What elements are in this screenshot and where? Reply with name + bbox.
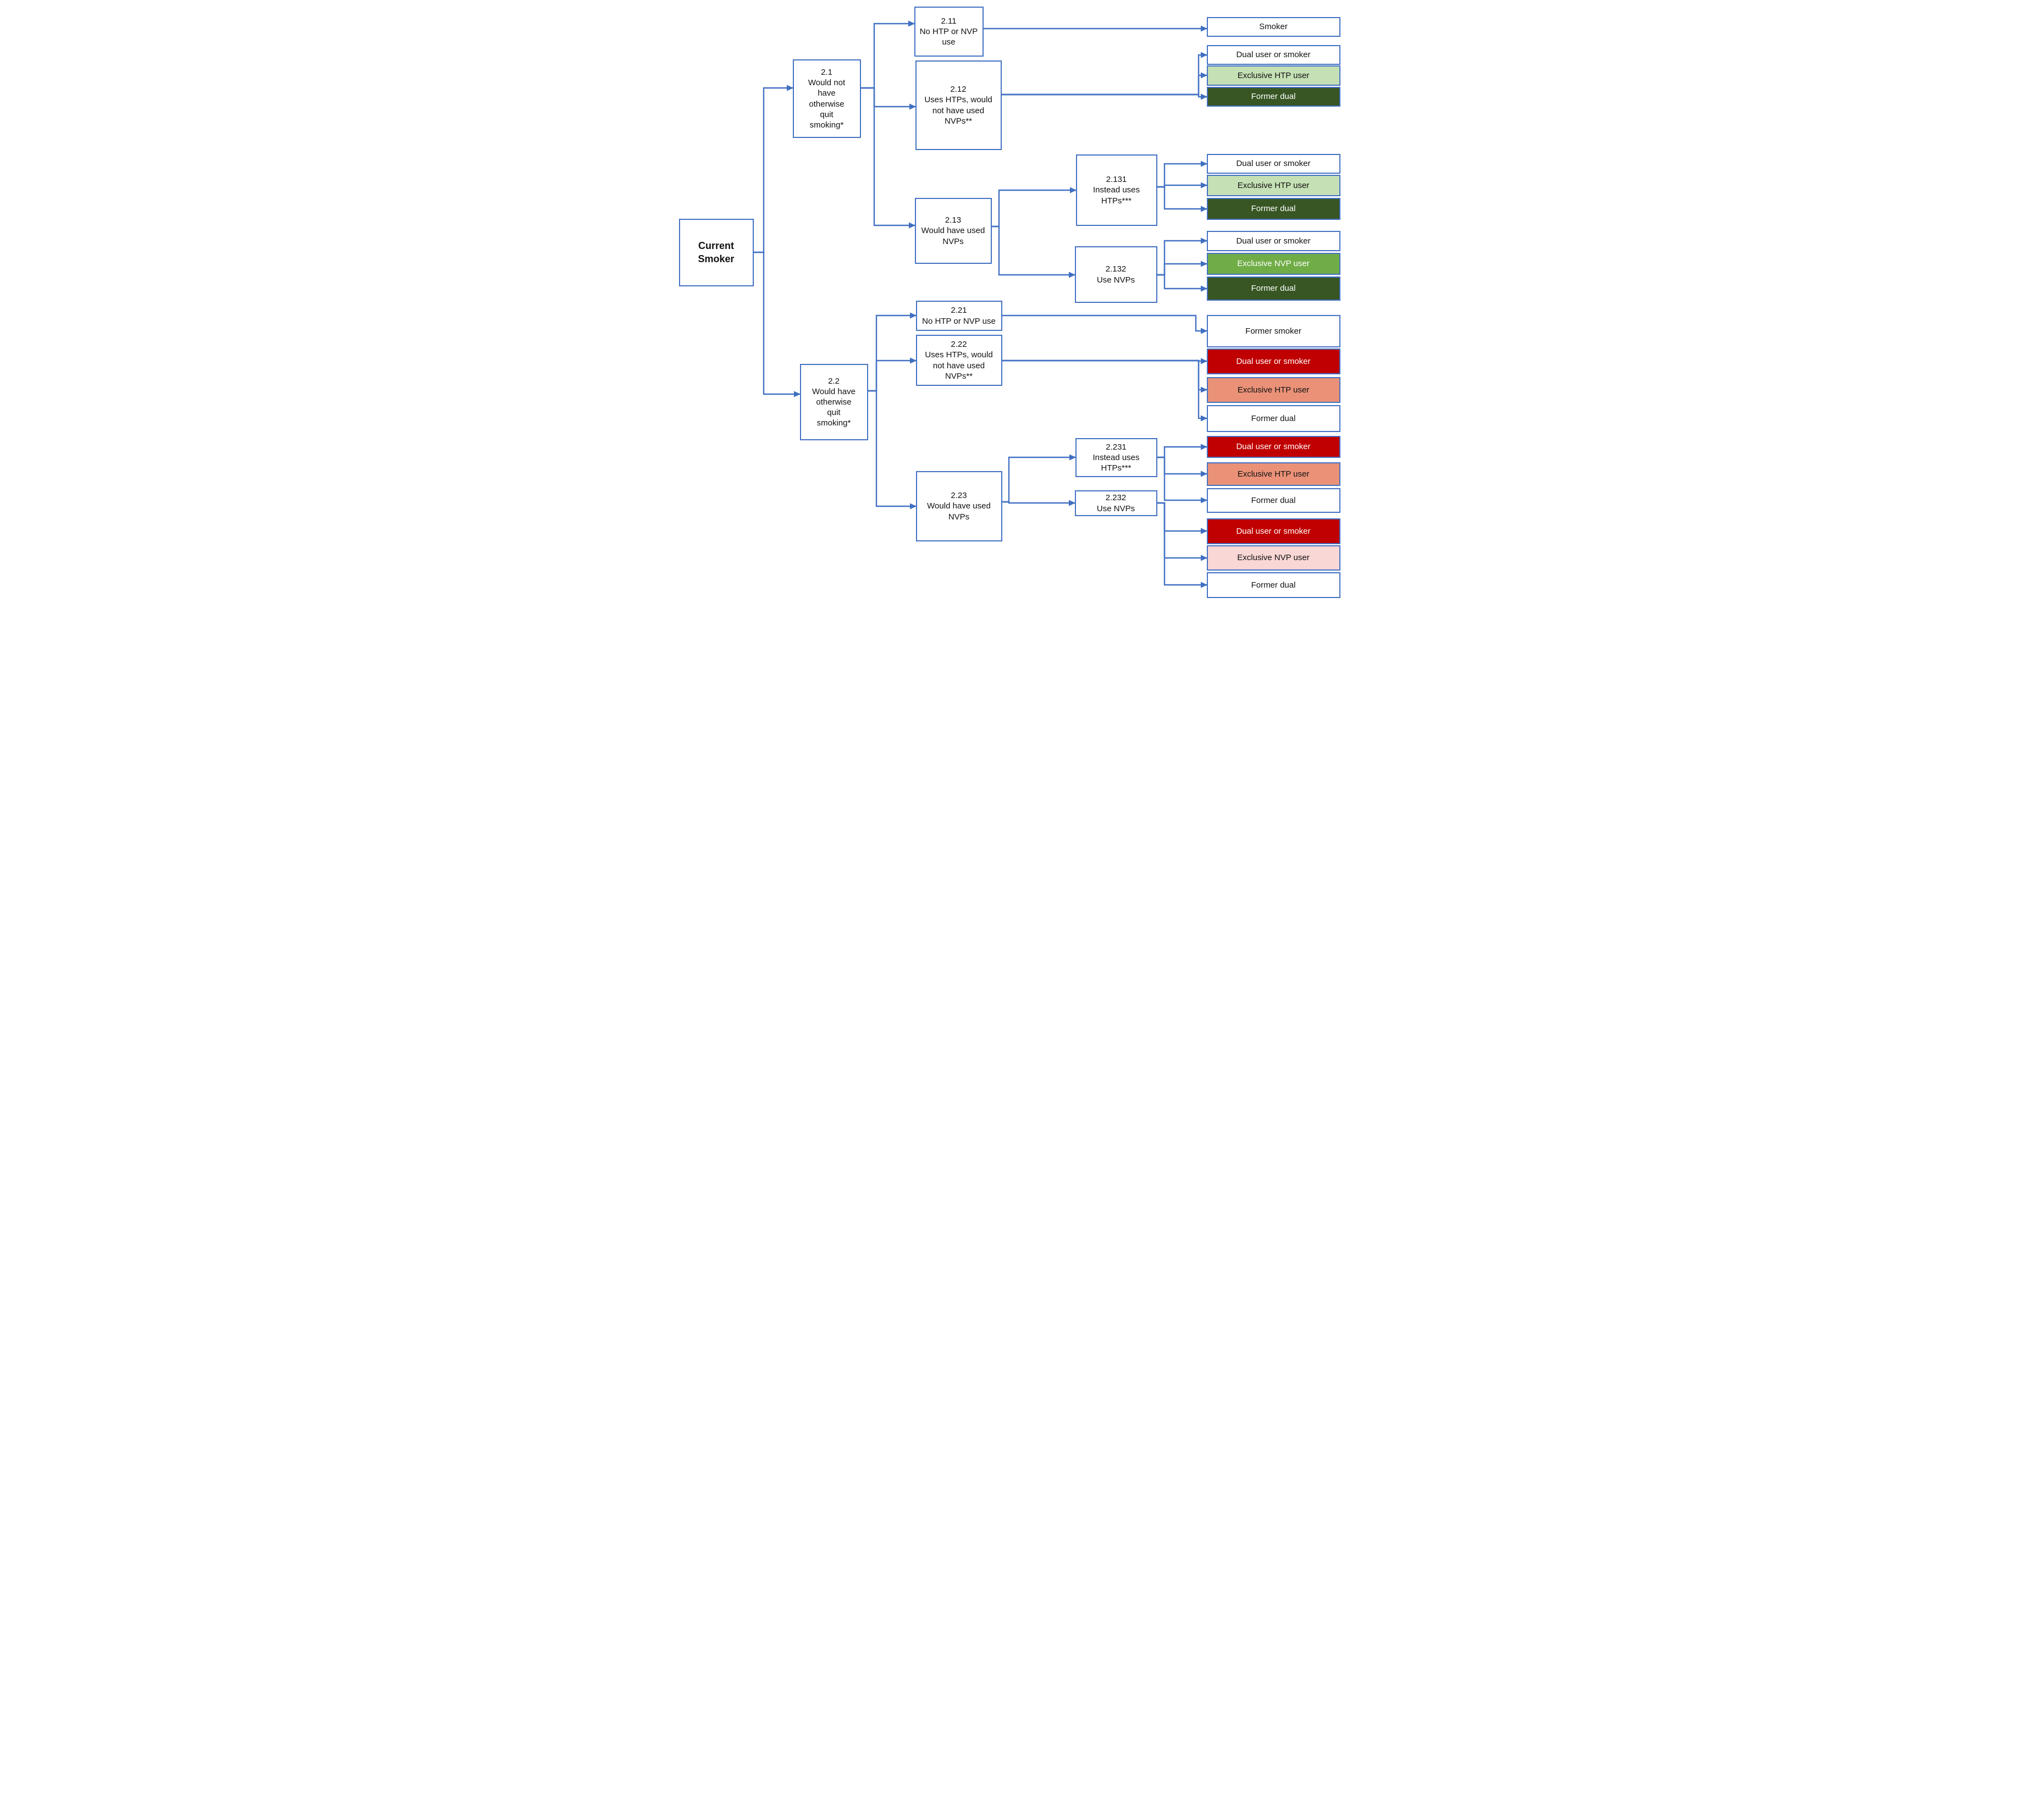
node-2-2: 2.2 Would have otherwise quit smoking* xyxy=(799,364,868,440)
node-2-131: 2.131 Instead uses HTPs*** xyxy=(1075,154,1157,226)
node-2-21: 2.21 No HTP or NVP use xyxy=(915,301,1002,331)
edge-2-13-to-2-132 xyxy=(991,225,1075,278)
edge-2-2-to-2-21 xyxy=(868,312,917,392)
edge-2-1-to-2-11 xyxy=(860,20,915,89)
node-2-23: 2.23 Would have used NVPs xyxy=(915,471,1002,541)
node-2-11: 2.11 No HTP or NVP use xyxy=(914,7,984,57)
outcome-dual-user-or-smoker-3: Dual user or smoker xyxy=(1206,231,1340,251)
outcome-dual-user-or-smoker-6: Dual user or smoker xyxy=(1206,518,1340,544)
outcome-smoker: Smoker xyxy=(1206,17,1340,37)
outcome-dual-user-or-smoker-2: Dual user or smoker xyxy=(1206,154,1340,174)
outcome-exclusive-htp-user-4: Exclusive HTP user xyxy=(1206,462,1340,486)
edge-current-smoker-to-2-1 xyxy=(753,85,793,253)
edge-2-232-to-former-dual-6 xyxy=(1157,502,1207,588)
outcome-former-dual-3: Former dual xyxy=(1206,276,1340,301)
node-2-1: 2.1 Would not have otherwise quit smokin… xyxy=(792,59,861,138)
outcome-former-dual-1: Former dual xyxy=(1206,87,1340,107)
current-smoker-box: Current Smoker xyxy=(678,219,754,286)
node-2-132: 2.132 Use NVPs xyxy=(1074,246,1157,303)
outcome-dual-user-or-smoker-1: Dual user or smoker xyxy=(1206,45,1340,65)
edge-2-12-to-former-dual-1 xyxy=(1001,93,1207,100)
outcome-former-smoker: Former smoker xyxy=(1206,315,1340,347)
outcome-exclusive-htp-user-1: Exclusive HTP user xyxy=(1206,65,1340,86)
edge-2-1-to-2-12 xyxy=(860,87,916,110)
outcome-exclusive-htp-user-2: Exclusive HTP user xyxy=(1206,175,1340,196)
connector-layer xyxy=(753,20,1207,588)
node-2-232: 2.232 Use NVPs xyxy=(1074,490,1157,516)
node-2-22: 2.22 Uses HTPs, would not have used NVPs… xyxy=(915,335,1002,386)
outcome-former-dual-5: Former dual xyxy=(1206,488,1340,513)
edge-2-132-to-former-dual-3 xyxy=(1157,274,1207,292)
edge-2-21-to-former-smoker xyxy=(1002,314,1207,334)
edge-2-132-to-exclusive-nvp-user-1 xyxy=(1157,261,1207,276)
edge-current-smoker-to-2-2 xyxy=(753,251,801,397)
edge-2-131-to-dual-user-or-smoker-2 xyxy=(1157,161,1207,188)
node-2-12: 2.12 Uses HTPs, would not have used NVPs… xyxy=(915,60,1002,150)
outcome-exclusive-nvp-user-2: Exclusive NVP user xyxy=(1206,545,1340,571)
edge-2-231-to-former-dual-5 xyxy=(1157,456,1207,504)
edge-2-131-to-former-dual-2 xyxy=(1157,186,1207,212)
outcome-dual-user-or-smoker-5: Dual user or smoker xyxy=(1206,436,1340,458)
outcome-former-dual-2: Former dual xyxy=(1206,198,1340,220)
edge-2-1-to-2-13 xyxy=(860,87,915,229)
edge-2-23-to-2-231 xyxy=(1002,454,1076,503)
edge-2-2-to-2-22 xyxy=(868,357,917,392)
edge-2-22-to-former-dual-4 xyxy=(1002,359,1207,422)
outcome-former-dual-6: Former dual xyxy=(1206,572,1340,598)
edge-2-231-to-dual-user-or-smoker-5 xyxy=(1157,444,1207,458)
edge-2-22-to-exclusive-htp-user-3 xyxy=(1002,359,1207,393)
outcome-dual-user-or-smoker-4: Dual user or smoker xyxy=(1206,348,1340,374)
edge-2-12-to-dual-user-or-smoker-1 xyxy=(1001,52,1207,96)
outcome-former-dual-4: Former dual xyxy=(1206,405,1340,432)
edge-2-12-to-exclusive-htp-user-1 xyxy=(1001,72,1207,96)
outcome-exclusive-htp-user-3: Exclusive HTP user xyxy=(1206,377,1340,403)
flowchart-canvas: Current Smoker 2.1 Would not have otherwi… xyxy=(673,0,1347,607)
edge-2-2-to-2-23 xyxy=(868,390,917,510)
edge-2-13-to-2-131 xyxy=(991,187,1077,228)
node-2-231: 2.231 Instead uses HTPs*** xyxy=(1075,438,1157,477)
node-2-13: 2.13 Would have used NVPs xyxy=(914,198,992,264)
outcome-exclusive-nvp-user-1: Exclusive NVP user xyxy=(1206,253,1340,275)
edge-2-23-to-2-232 xyxy=(1002,500,1075,506)
